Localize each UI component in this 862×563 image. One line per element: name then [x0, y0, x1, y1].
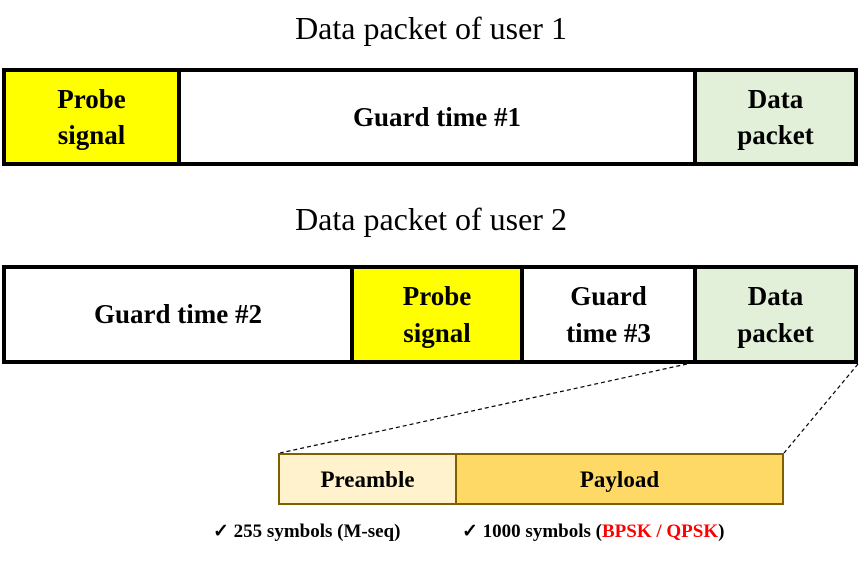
user1-title: Data packet of user 1 [295, 10, 567, 46]
user2-data-label-1: Data [747, 281, 804, 312]
user2-guard3-label-2: time #3 [566, 317, 651, 348]
payload-label: Payload [579, 466, 660, 492]
payload-segment: Payload [455, 455, 782, 503]
preamble-note: ✓ 255 symbols (M-seq) [213, 520, 400, 543]
user1-probe-label-1: Probe [57, 83, 126, 114]
check-icon: ✓ [213, 521, 229, 542]
user2-probe-label-1: Probe [402, 281, 472, 312]
preamble-segment: Preamble [280, 455, 455, 503]
zoom-line-left [279, 363, 688, 454]
user2-title: Data packet of user 2 [295, 201, 567, 237]
preamble-note-text: 255 symbols (M-seq) [233, 521, 401, 542]
user1-data-label-1: Data [747, 83, 804, 114]
user1-packet-row: Probe signal Guard time #1 Data packet [2, 68, 858, 166]
payload-note: ✓ 1000 symbols (BPSK / QPSK) [462, 520, 724, 543]
preamble-label: Preamble [320, 466, 415, 492]
user1-guard-time-1: Guard time #1 [177, 72, 693, 162]
check-icon: ✓ [462, 521, 478, 542]
data-packet-detail: Preamble Payload [278, 453, 784, 505]
user2-packet-row: Guard time #2 Probe signal Guard time #3… [2, 265, 858, 364]
payload-note-prefix: 1000 symbols ( [482, 521, 602, 542]
user2-data-label-2: packet [737, 317, 814, 348]
user2-probe-signal: Probe signal [350, 269, 520, 360]
user2-guard3-label-1: Guard [570, 281, 647, 312]
user1-probe-label-2: signal [57, 120, 126, 150]
user2-data-packet: Data packet [693, 269, 854, 360]
user2-guard-time-3: Guard time #3 [520, 269, 693, 360]
user1-data-packet: Data packet [693, 72, 854, 162]
payload-modulation: BPSK / QPSK [601, 521, 719, 542]
payload-note-suffix: ) [718, 521, 725, 542]
user2-probe-label-2: signal [403, 317, 471, 348]
zoom-line-right [783, 363, 859, 454]
user2-guard-time-2: Guard time #2 [6, 269, 350, 360]
user1-guard-label: Guard time #1 [353, 101, 521, 132]
user1-data-label-2: packet [737, 120, 814, 150]
user1-probe-signal: Probe signal [6, 72, 177, 162]
user2-guard2-label: Guard time #2 [94, 299, 262, 330]
